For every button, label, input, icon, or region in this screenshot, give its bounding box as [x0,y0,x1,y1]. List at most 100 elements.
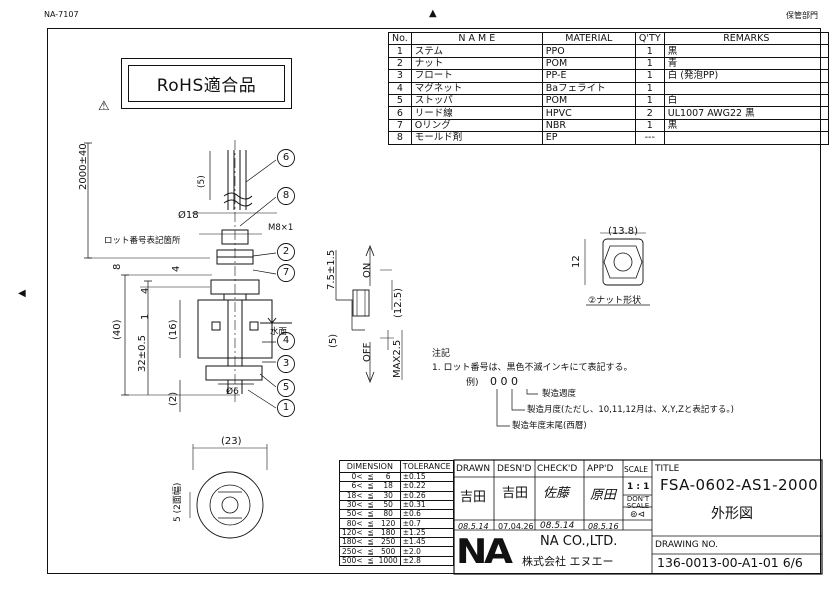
bottom-width-text: (23) [221,436,242,447]
tolerance-cell: 80 [376,509,401,520]
tolerance-cell: 50 [376,499,401,511]
nut [216,249,254,265]
notes-year: 製造年度末尾(西暦) [512,421,587,431]
tolerance-cell: ±2.8 [399,555,454,566]
drawing-title: 外形図 [711,506,753,522]
tolerance-cell: ±0.15 [399,471,454,483]
dim-thread-text: M8×1 [268,223,294,233]
dim-lead-length-text: 2000±40 [78,143,89,190]
dim-8-text: 8 [112,263,123,270]
nut-caption-text: ②ナット形状 [588,296,642,306]
balloon-circle [277,399,295,417]
parts-cell-remarks: 黒 [663,44,829,58]
tolerance-cell: ±0.31 [399,499,454,511]
tolerance-cell: 120< [338,527,365,539]
switch-contact-inner [356,290,366,316]
tolerance-cell: 1000 [376,555,401,566]
notes-month: 製造月度(ただし、10,11,12月は、X,Y,Zと表記する。) [527,405,734,415]
title-label: TITLE [655,464,680,474]
tolerance-row: 180<≦250±1.45 [338,537,454,548]
tolerance-cell: ≦ [364,509,377,520]
bottom-view-flats [218,491,242,519]
stem-bottom [227,380,243,394]
dim-1-text: 1 [140,313,151,320]
balloon-number: 6 [282,152,290,163]
notes-week: 製造週度 [542,389,577,399]
notes-example: 例) [466,378,479,388]
balloon-circle [277,187,295,205]
tolerance-cell: 500 [376,546,401,557]
tolerance-header-row: DIMENSION TOLERANCE [339,460,454,473]
tolerance-cell: 120 [376,518,401,529]
stem-lower [227,358,243,366]
notes-leaders [496,389,538,427]
drawn-signature: 吉田 [460,490,487,505]
bottom-height-text: 5 (2面幅) [173,482,183,522]
nut-shape-outline [602,238,644,286]
tolerance-cell: ±0.26 [399,490,454,501]
warning-triangle-icon: ⚠ [98,99,110,114]
tolerance-header-dimension: DIMENSION [339,460,401,473]
parts-cell-qty: --- [634,131,665,145]
bottom-view-dim-w [192,444,268,470]
dim-16-text: (16) [168,319,179,340]
tolerance-cell: 6 [376,471,401,483]
dim-125-text: (12.5) [393,287,404,318]
appd-label: APP'D [587,464,614,474]
dont-scale: DON'T SCALE [626,495,650,510]
tolerance-cell: ≦ [364,537,377,548]
checkd-signature: 佐藤 [543,486,570,501]
desnd-signature: 吉田 [502,486,529,501]
tolerance-cell: ±0.22 [399,481,454,492]
balloon-number: 5 [282,382,290,393]
balloon-number: 4 [282,335,290,346]
tolerance-cell: 250 [376,537,401,548]
tolerance-row: 250<≦500±2.0 [338,546,454,557]
bottom-view-inner [221,496,239,514]
balloon-number: 3 [282,358,290,369]
balloon-circle [277,379,295,397]
tolerance-header-tolerance: TOLERANCE [399,460,454,473]
parts-cell-name: モールド剤 [410,131,543,145]
tolerance-cell: 180< [338,537,365,548]
desnd-label: DESN'D [497,464,532,474]
balloon-number: 1 [282,402,290,413]
balloon-circle [277,355,295,373]
balloon-number: 7 [282,267,290,278]
dim-2-text: (2) [168,391,179,406]
balloon-group [277,149,295,417]
drawn-label: DRAWN [456,464,491,474]
tolerance-cell: 18< [338,490,365,501]
tolerance-cell: ≦ [364,490,377,501]
rohs-label: RoHS適合品 [128,65,285,102]
switch-dims [380,269,394,350]
tolerance-row: 6<≦18±0.22 [338,481,454,492]
balloon-circle [277,264,295,282]
drawn-date: 08.5.14 [458,522,489,531]
tolerance-cell: ±1.45 [399,537,454,548]
magnet-left [211,321,221,331]
balloon-number: 8 [282,190,290,201]
tolerance-cell: ≦ [364,481,377,492]
switch-dim [335,250,365,331]
stopper [205,365,263,381]
header-code: NA-7107 [44,10,79,19]
parts-cell-remarks [663,131,829,145]
appd-date: 08.5.16 [588,522,619,531]
dim-dia18-text: Ø18 [178,210,199,221]
tolerance-cell: 30< [338,499,365,511]
title-block-outline [453,459,823,575]
tolerance-row: 18<≦30±0.26 [338,490,454,501]
parts-cell-name: Oリング [410,118,543,133]
tolerance-cell: 0< [338,471,365,483]
tolerance-row: 500<≦1000±2.8 [338,555,454,566]
dim-4a-text: 4 [171,265,182,272]
dim-32 [144,280,152,395]
switch-on-text: ON [362,262,373,278]
dim-top-lines [192,212,277,235]
projection-icon: ⊚⊲ [630,510,646,520]
